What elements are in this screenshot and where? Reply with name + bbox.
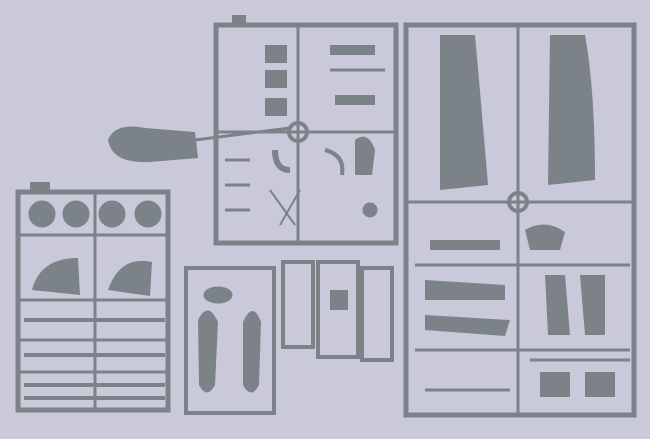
fuselage-half-lower [425, 315, 510, 336]
wing-panel-left [440, 35, 488, 190]
left-sprue [15, 182, 171, 413]
wing-panel-right [548, 35, 595, 185]
wheels [28, 200, 162, 228]
drop-tank-right [243, 311, 261, 393]
cowl-part-right [108, 260, 152, 296]
small-sprues [281, 260, 394, 362]
wing-sprue [403, 22, 637, 418]
drop-tank-sprue [184, 266, 276, 415]
drop-tank-left [198, 310, 218, 393]
cowl-part-left [32, 258, 80, 295]
engine-cowling [108, 126, 291, 163]
fuselage-half-upper [425, 280, 505, 300]
center-top-sprue [213, 15, 399, 246]
